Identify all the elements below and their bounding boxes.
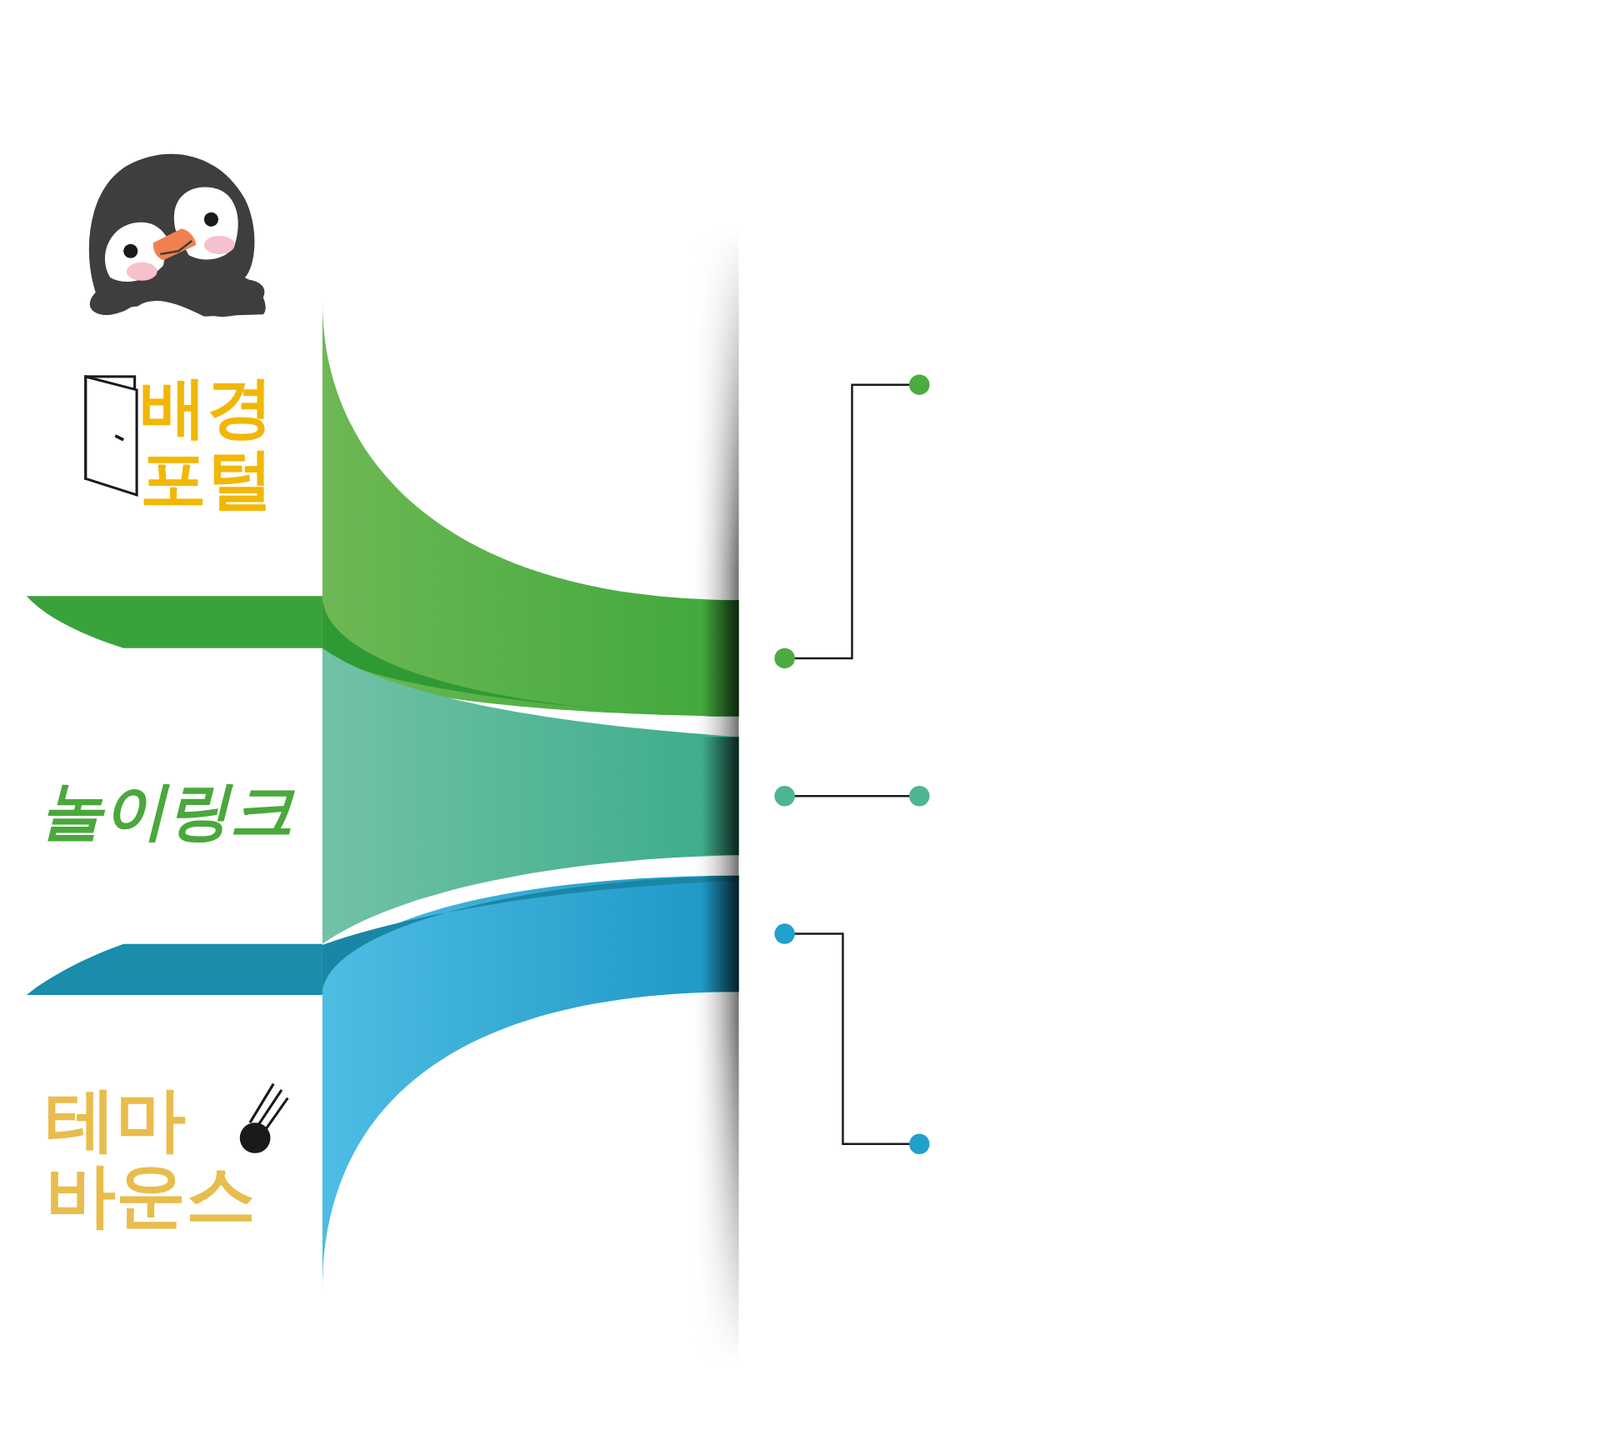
door-icon [85,376,137,495]
penguin-mascot [85,154,269,324]
ball-icon [240,1084,289,1154]
leader-line [785,385,920,659]
leader-dot [774,648,795,669]
logo-text: 배경 포털 [140,371,284,516]
leader-dot [774,923,795,944]
leader-dot [909,785,930,806]
blue-stub [26,944,323,995]
logo-text: 놀이링크 [40,776,332,845]
leader-dot [774,785,795,806]
leader-dot [909,1134,930,1155]
green-stub [26,595,323,648]
fold-dark [701,736,739,855]
fold-dark [701,875,739,993]
leader-dot [909,374,930,395]
blue-ribbon [322,875,740,1291]
leader-line [785,934,920,1145]
green-ribbon [322,300,740,716]
fold-dark [701,600,739,717]
leader-line [785,795,920,797]
blue-fold [322,875,740,993]
logo-text: 테마 바운스 [45,1081,277,1233]
